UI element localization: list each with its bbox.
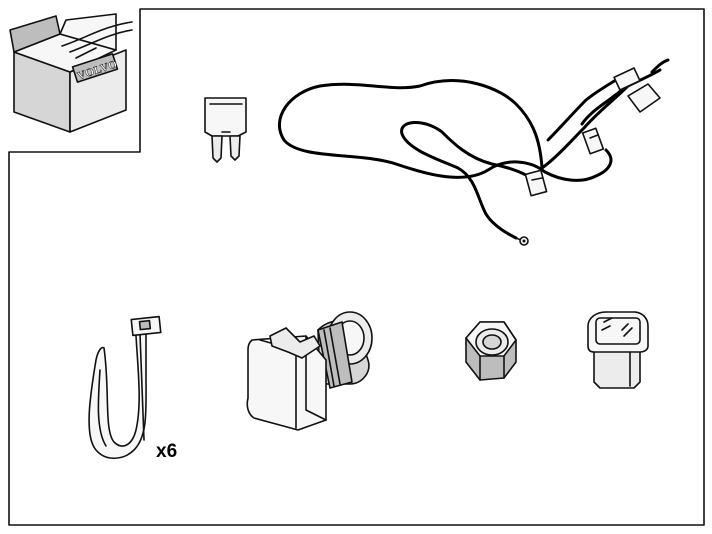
cable-tie: x6 (88, 315, 177, 462)
switch-relay (587, 311, 649, 389)
kit-box-icon: VOLVO (9, 13, 133, 133)
harness-connector (581, 127, 605, 155)
hex-nut (465, 321, 517, 381)
blade-fuse (204, 97, 247, 163)
cable-tie-quantity: x6 (156, 441, 177, 462)
power-socket (246, 311, 373, 431)
wiring-harness (277, 58, 670, 246)
harness-connector (524, 169, 548, 197)
diagram-frame (8, 8, 705, 526)
harness-connector (613, 67, 661, 113)
